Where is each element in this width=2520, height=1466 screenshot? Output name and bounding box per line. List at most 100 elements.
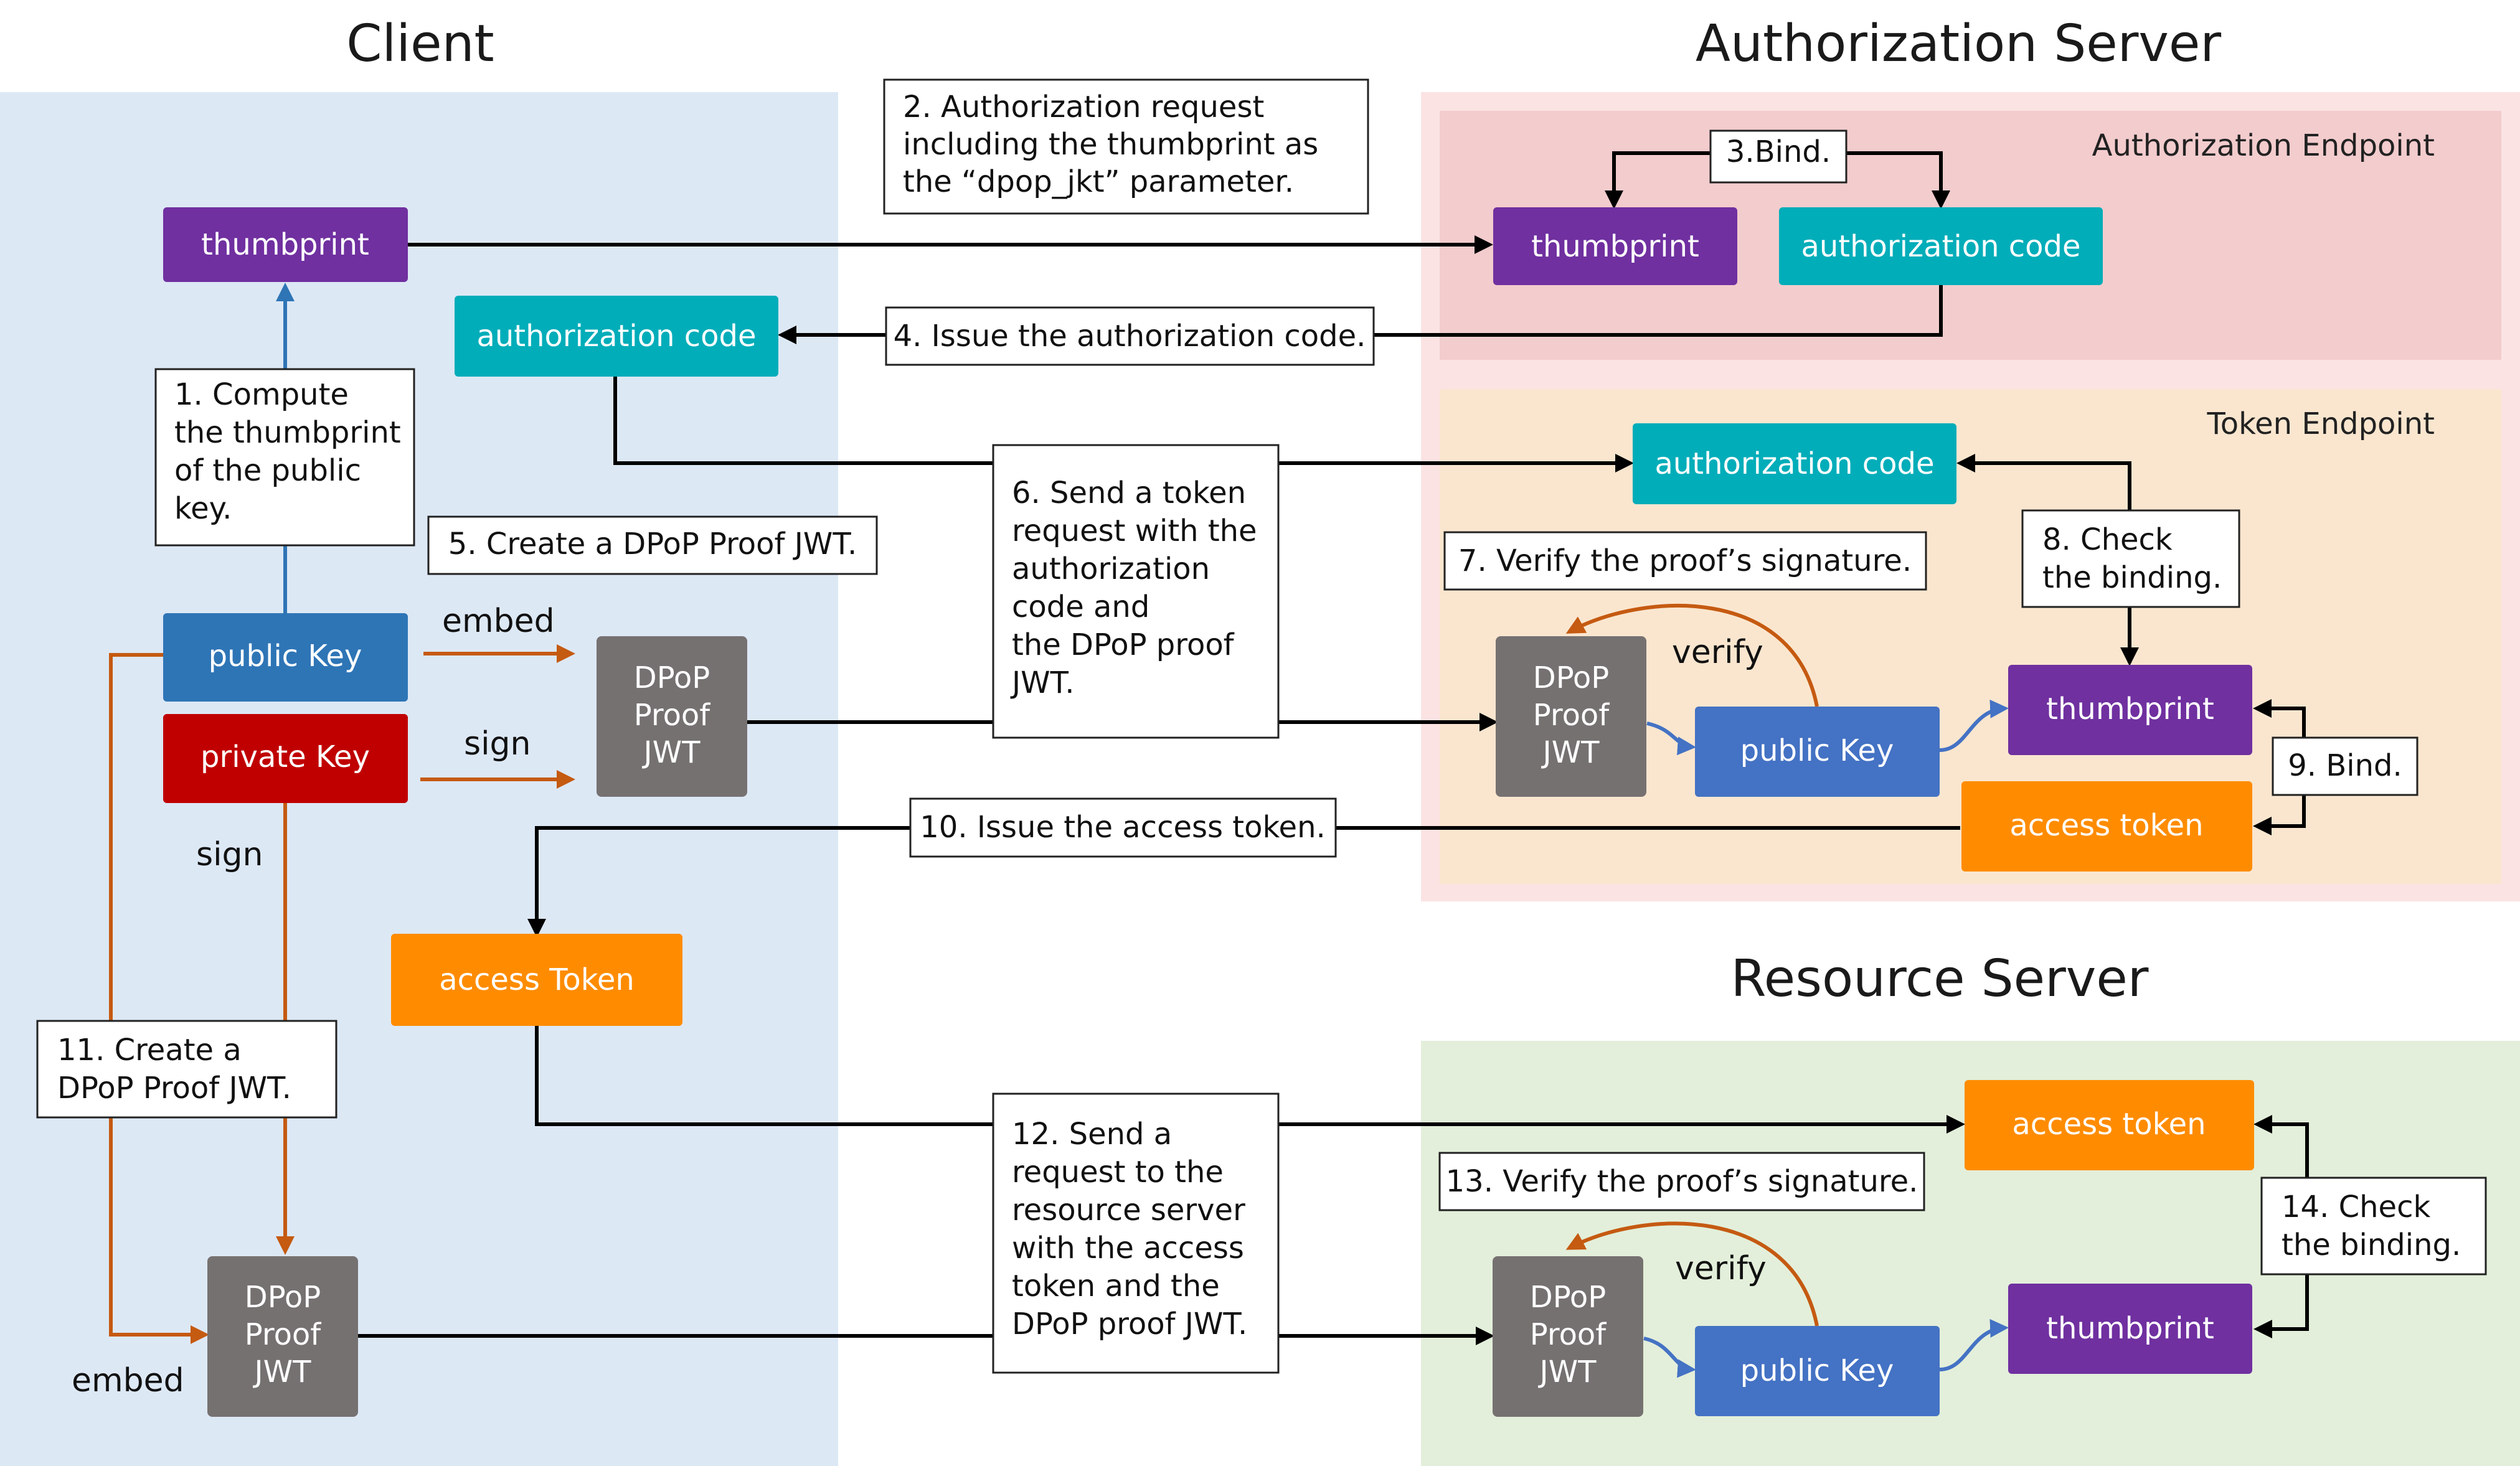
arrow-public-key-to-thumbprint-token [1939, 699, 2009, 752]
token-endpoint-access-token-label: access token [2009, 808, 2203, 843]
step-1-line-4: key. [174, 491, 232, 526]
client-dpop-proof-2-line-3: JWT [253, 1355, 312, 1389]
client-dpop-proof-2-line-2: Proof [245, 1317, 322, 1352]
arrow-proof-to-public-key-resource [1643, 1337, 1696, 1378]
step-8-line-1: 8. Check [2042, 522, 2173, 557]
step-1-line-2: the thumbprint [174, 415, 401, 450]
step-1-line-1: 1. Compute [174, 377, 349, 412]
arrow-3-bind-right [1843, 151, 1950, 209]
resource-dpop-proof-line-3: JWT [1538, 1355, 1597, 1389]
arrow-10-issue-token [527, 826, 1960, 937]
resource-dpop-proof-line-1: DPoP [1530, 1280, 1607, 1315]
step-1-line-3: of the public [174, 453, 361, 488]
client-authorization-code-box: authorization code [455, 296, 778, 377]
resource-dpop-proof-box: DPoP Proof JWT [1493, 1256, 1643, 1417]
step-12-line-5: token and the [1012, 1269, 1220, 1304]
client-title: Client [346, 14, 494, 73]
step-12-line-3: resource server [1012, 1193, 1245, 1228]
step-6-line-5: the DPoP proof [1012, 627, 1235, 662]
step-12-line-2: request to the [1012, 1155, 1224, 1190]
client-public-key-box: public Key [163, 613, 408, 702]
arrow-embed-public-key-2 [109, 653, 209, 1344]
step-2-line-3: the “dpop_jkt” parameter. [903, 164, 1294, 199]
client-public-key-label: public Key [209, 639, 362, 674]
step-12-line-4: with the access [1012, 1231, 1244, 1266]
client-dpop-proof-1-line-3: JWT [642, 735, 701, 770]
token-endpoint-public-key-label: public Key [1740, 733, 1894, 768]
token-endpoint-dpop-proof-box: DPoP Proof JWT [1496, 636, 1646, 797]
token-endpoint-thumbprint-label: thumbprint [2046, 692, 2214, 726]
step-13-line-1: 13. Verify the proof’s signature. [1446, 1164, 1918, 1199]
step-14-note: 14. Check the binding. [2260, 1177, 2487, 1276]
token-endpoint-thumbprint-box: thumbprint [2008, 665, 2252, 755]
step-12-line-6: DPoP proof JWT. [1012, 1307, 1247, 1341]
step-12-line-1: 12. Send a [1012, 1117, 1172, 1152]
client-private-key-box: private Key [163, 714, 408, 803]
step-4-line-1: 4. Issue the authorization code. [894, 319, 1366, 354]
step-2-line-1: 2. Authorization request [903, 90, 1264, 125]
resource-public-key-box: public Key [1695, 1326, 1940, 1416]
step-7-note: 7. Verify the proof’s signature. [1443, 531, 1927, 591]
token-endpoint-dpop-proof-line-2: Proof [1533, 698, 1610, 733]
token-endpoint-dpop-proof-line-1: DPoP [1533, 660, 1610, 695]
step-8-note: 8. Check the binding. [2021, 509, 2240, 608]
step-11-note: 11. Create a DPoP Proof JWT. [36, 1020, 337, 1119]
step-6-line-4: code and [1012, 590, 1149, 624]
auth-endpoint-authorization-code-box: authorization code [1779, 207, 2103, 285]
client-dpop-proof-box-2: DPoP Proof JWT [207, 1256, 358, 1417]
client-dpop-proof-2-line-1: DPoP [245, 1280, 321, 1315]
step-6-note: 6. Send a token request with the authori… [992, 444, 1280, 739]
token-endpoint-public-key-box: public Key [1695, 707, 1940, 797]
step-6-line-2: request with the [1012, 514, 1257, 548]
client-access-token-box: access Token [391, 934, 682, 1026]
arrow-verify-resource [1565, 1221, 1819, 1327]
token-endpoint-title: Token Endpoint [2207, 406, 2435, 441]
authorization-server-title: Authorization Server [1696, 14, 2221, 73]
client-dpop-proof-1-line-2: Proof [634, 698, 711, 733]
token-endpoint-access-token-box: access token [1961, 781, 2252, 872]
step-10-line-1: 10. Issue the access token. [920, 810, 1326, 845]
token-endpoint-authorization-code-box: authorization code [1633, 423, 1956, 504]
step-7-line-1: 7. Verify the proof’s signature. [1458, 543, 1912, 578]
step-9-note: 9. Bind. [2272, 736, 2419, 796]
client-thumbprint-box: thumbprint [163, 207, 408, 282]
client-private-key-label: private Key [201, 740, 370, 774]
arrow-public-key-to-thumbprint-resource [1939, 1318, 2009, 1371]
resource-server-title: Resource Server [1730, 949, 2148, 1008]
embed-label-1: embed [442, 603, 555, 640]
step-14-line-1: 14. Check [2282, 1190, 2430, 1224]
step-6-line-6: JWT. [1010, 665, 1075, 700]
step-12-note: 12. Send a request to the resource serve… [992, 1092, 1280, 1374]
resource-thumbprint-box: thumbprint [2008, 1284, 2252, 1374]
client-access-token-label: access Token [439, 962, 635, 997]
step-9-line-1: 9. Bind. [2288, 748, 2402, 783]
verify-label-1: verify [1672, 634, 1763, 671]
arrow-9-bind-top [2253, 699, 2306, 747]
step-3-note: 3.Bind. [1709, 129, 1848, 184]
step-8-line-2: the binding. [2042, 560, 2222, 595]
resource-public-key-label: public Key [1740, 1353, 1894, 1388]
step-6-line-1: 6. Send a token [1012, 476, 1246, 510]
resource-access-token-label: access token [2012, 1107, 2206, 1142]
verify-label-2: verify [1675, 1250, 1767, 1287]
sign-label-1: sign [464, 725, 531, 763]
arrow-12-send-token [535, 1026, 1965, 1134]
step-11-line-1: 11. Create a [57, 1033, 242, 1068]
step-2-line-2: including the thumbprint as [903, 127, 1318, 162]
arrow-3-bind-left [1605, 151, 1712, 209]
arrow-verify-token-endpoint [1565, 603, 1819, 707]
step-5-line-1: 5. Create a DPoP Proof JWT. [448, 527, 857, 561]
client-dpop-proof-box-1: DPoP Proof JWT [597, 636, 747, 797]
step-2-note: 2. Authorization request including the t… [883, 78, 1369, 215]
embed-label-2: embed [72, 1362, 184, 1399]
arrow-6-send-code [613, 377, 1634, 472]
client-thumbprint-label: thumbprint [201, 227, 369, 262]
token-endpoint-dpop-proof-line-3: JWT [1541, 735, 1600, 770]
resource-thumbprint-label: thumbprint [2046, 1311, 2214, 1346]
step-1-note: 1. Compute the thumbprint of the public … [154, 368, 415, 547]
step-6-line-3: authorization [1012, 552, 1210, 586]
step-10-note: 10. Issue the access token. [909, 797, 1337, 858]
resource-access-token-box: access token [1965, 1080, 2254, 1170]
client-authorization-code-label: authorization code [476, 319, 756, 354]
step-3-line-1: 3.Bind. [1726, 134, 1831, 169]
